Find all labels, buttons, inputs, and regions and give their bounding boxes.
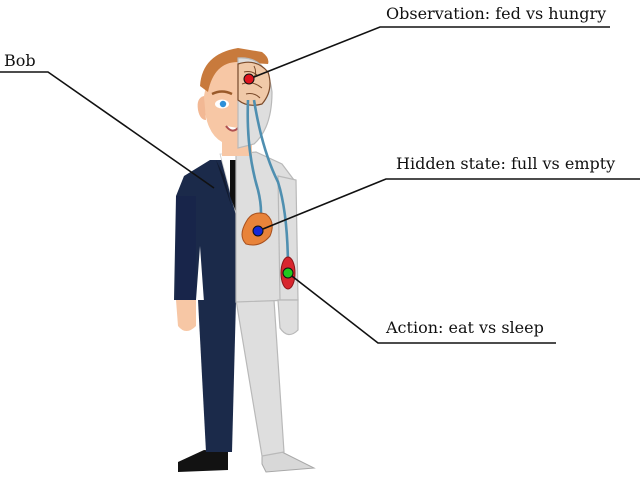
brain-icon	[237, 61, 271, 106]
nerve-arm	[252, 99, 290, 271]
jacket-lapel	[216, 160, 232, 208]
suit-arm	[176, 196, 196, 300]
hidden-state-marker	[252, 225, 264, 237]
observation-marker	[243, 73, 255, 85]
eyebrow	[211, 90, 233, 96]
observation-label: Observation: fed vs hungry	[386, 4, 606, 23]
markers	[243, 73, 294, 279]
mouth	[225, 125, 239, 132]
eye-iris	[219, 100, 227, 108]
leader-lines	[0, 26, 640, 344]
person-label: Bob	[4, 51, 36, 70]
action-label: Action: eat vs sleep	[385, 318, 544, 337]
leader-action	[287, 272, 556, 344]
leader-observation	[248, 26, 610, 80]
leader-person	[0, 71, 215, 189]
necktie	[230, 160, 236, 212]
left-shoe	[178, 450, 228, 472]
left-ear	[197, 96, 206, 120]
leader-hidden-state	[257, 178, 640, 232]
suit-leg	[198, 300, 236, 452]
hidden-state-label: Hidden state: full vs empty	[396, 154, 615, 173]
anatomy-hand	[277, 299, 299, 336]
action-marker	[282, 267, 294, 279]
anatomy-leg	[235, 299, 285, 457]
bob-figure	[174, 48, 316, 473]
left-hand	[176, 300, 196, 331]
